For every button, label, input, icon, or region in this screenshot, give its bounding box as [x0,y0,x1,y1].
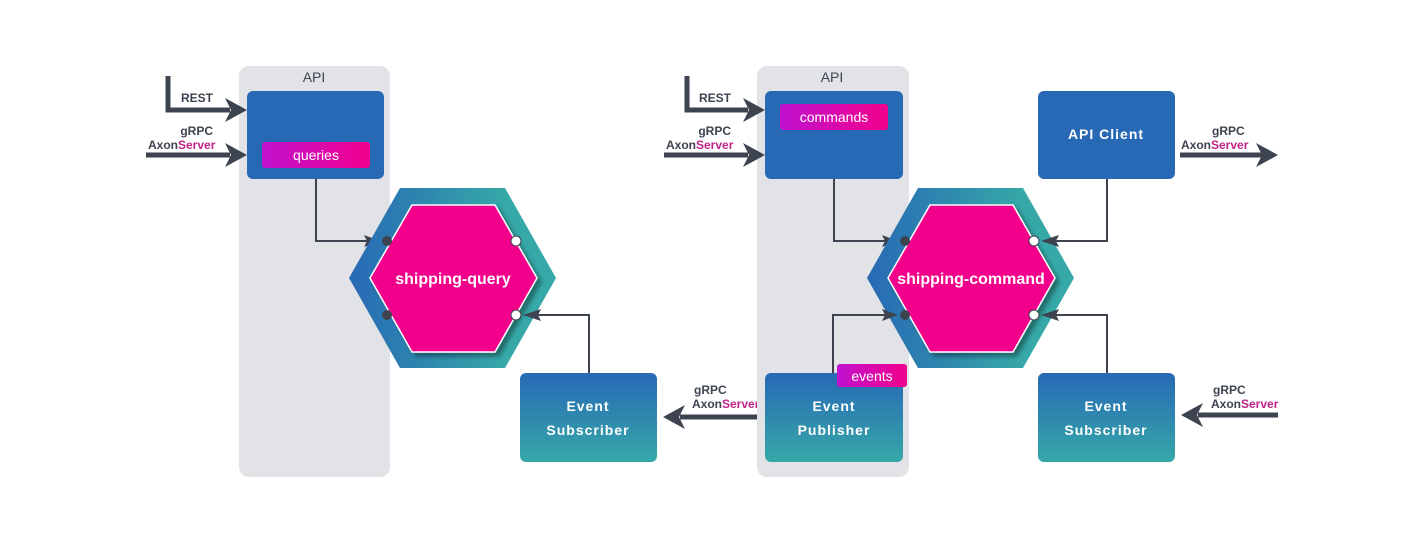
rest-input-arrow: REST [165,76,247,122]
event-publisher-line2: Publisher [798,422,871,438]
hexagon-inner [887,204,1056,353]
arrow-head-icon [1041,235,1059,247]
hexagon-inner [369,204,538,353]
arrow-head-icon [1181,403,1203,427]
arrow-head-icon [225,143,247,167]
grpc-output-arrow: gRPC AxonServer [1180,124,1278,167]
events-tag [837,364,907,387]
port-out-bottom-right [1028,309,1040,321]
right-diagram: API commands REST gRPC AxonServer shippi… [664,66,1279,477]
api-to-hex-connector [833,179,896,242]
arrow-head-icon [743,98,765,122]
grpc-input-arrow: gRPC AxonServer [146,124,247,167]
api-client-to-hex-connector [1045,179,1108,242]
event-subscriber-line1: Event [1084,398,1127,414]
event-subscriber-line2: Subscriber [1064,422,1147,438]
event-subscriber-line1: Event [566,398,609,414]
event-subscriber-line2: Subscriber [546,422,629,438]
axonserver-label: AxonServer [692,397,760,411]
arrow-head-icon [1256,143,1278,167]
queries-tag-label: queries [293,147,339,163]
shipping-command-hexagon[interactable]: shipping-command [867,188,1074,368]
hexagon-label: shipping-command [897,271,1045,288]
port-in-top-left [900,236,910,246]
api-client-label: API Client [1068,126,1144,142]
shipping-query-hexagon[interactable]: shipping-query [349,188,556,368]
publisher-to-hex-connector [832,314,896,373]
grpc-label: gRPC [698,124,731,138]
subscriber-to-hex-connector [527,314,590,373]
commands-tag [780,104,888,130]
axonserver-label: AxonServer [1211,397,1279,411]
rest-label: REST [181,91,214,105]
event-publisher-box[interactable] [765,373,903,462]
arrow-head-icon [225,98,247,122]
arrow-head-icon [743,143,765,167]
port-out-top-right [510,235,522,247]
port-out-bottom-right [510,309,522,321]
event-subscriber-box[interactable] [1038,373,1175,462]
axonserver-label: AxonServer [148,138,216,152]
arrow-head-icon [523,309,541,321]
axonserver-label: AxonServer [1181,138,1249,152]
event-publisher-line1: Event [812,398,855,414]
axonserver-label: AxonServer [666,138,734,152]
api-client-box[interactable] [1038,91,1175,179]
left-diagram: API queries REST gRPC AxonServer shippin… [146,66,657,477]
grpc-input-arrow: gRPC AxonServer [664,124,765,167]
grpc-event-stream-arrow: gRPC AxonServer [663,383,760,429]
commands-tag-label: commands [800,109,868,125]
subscriber-to-hex-connector [1045,314,1108,373]
rest-label: REST [699,91,732,105]
event-subscriber-box[interactable] [520,373,657,462]
port-in-bottom-left [900,310,910,320]
arrow-head-icon [882,309,898,321]
grpc-label: gRPC [1212,124,1245,138]
api-to-hex-connector [315,179,378,242]
api-panel-title: API [303,69,326,85]
api-panel-title: API [821,69,844,85]
rest-input-arrow: REST [684,76,765,122]
arrow-head-icon [1041,309,1059,321]
arrow-head-icon [663,405,685,429]
events-tag-label: events [851,368,892,384]
port-out-top-right [1028,235,1040,247]
queries-tag [262,142,370,168]
grpc-subscriber-input-arrow: gRPC AxonServer [1181,383,1279,427]
port-in-bottom-left [382,310,392,320]
hexagon-label: shipping-query [395,271,511,288]
grpc-label: gRPC [1213,383,1246,397]
grpc-label: gRPC [694,383,727,397]
grpc-label: gRPC [180,124,213,138]
port-in-top-left [382,236,392,246]
